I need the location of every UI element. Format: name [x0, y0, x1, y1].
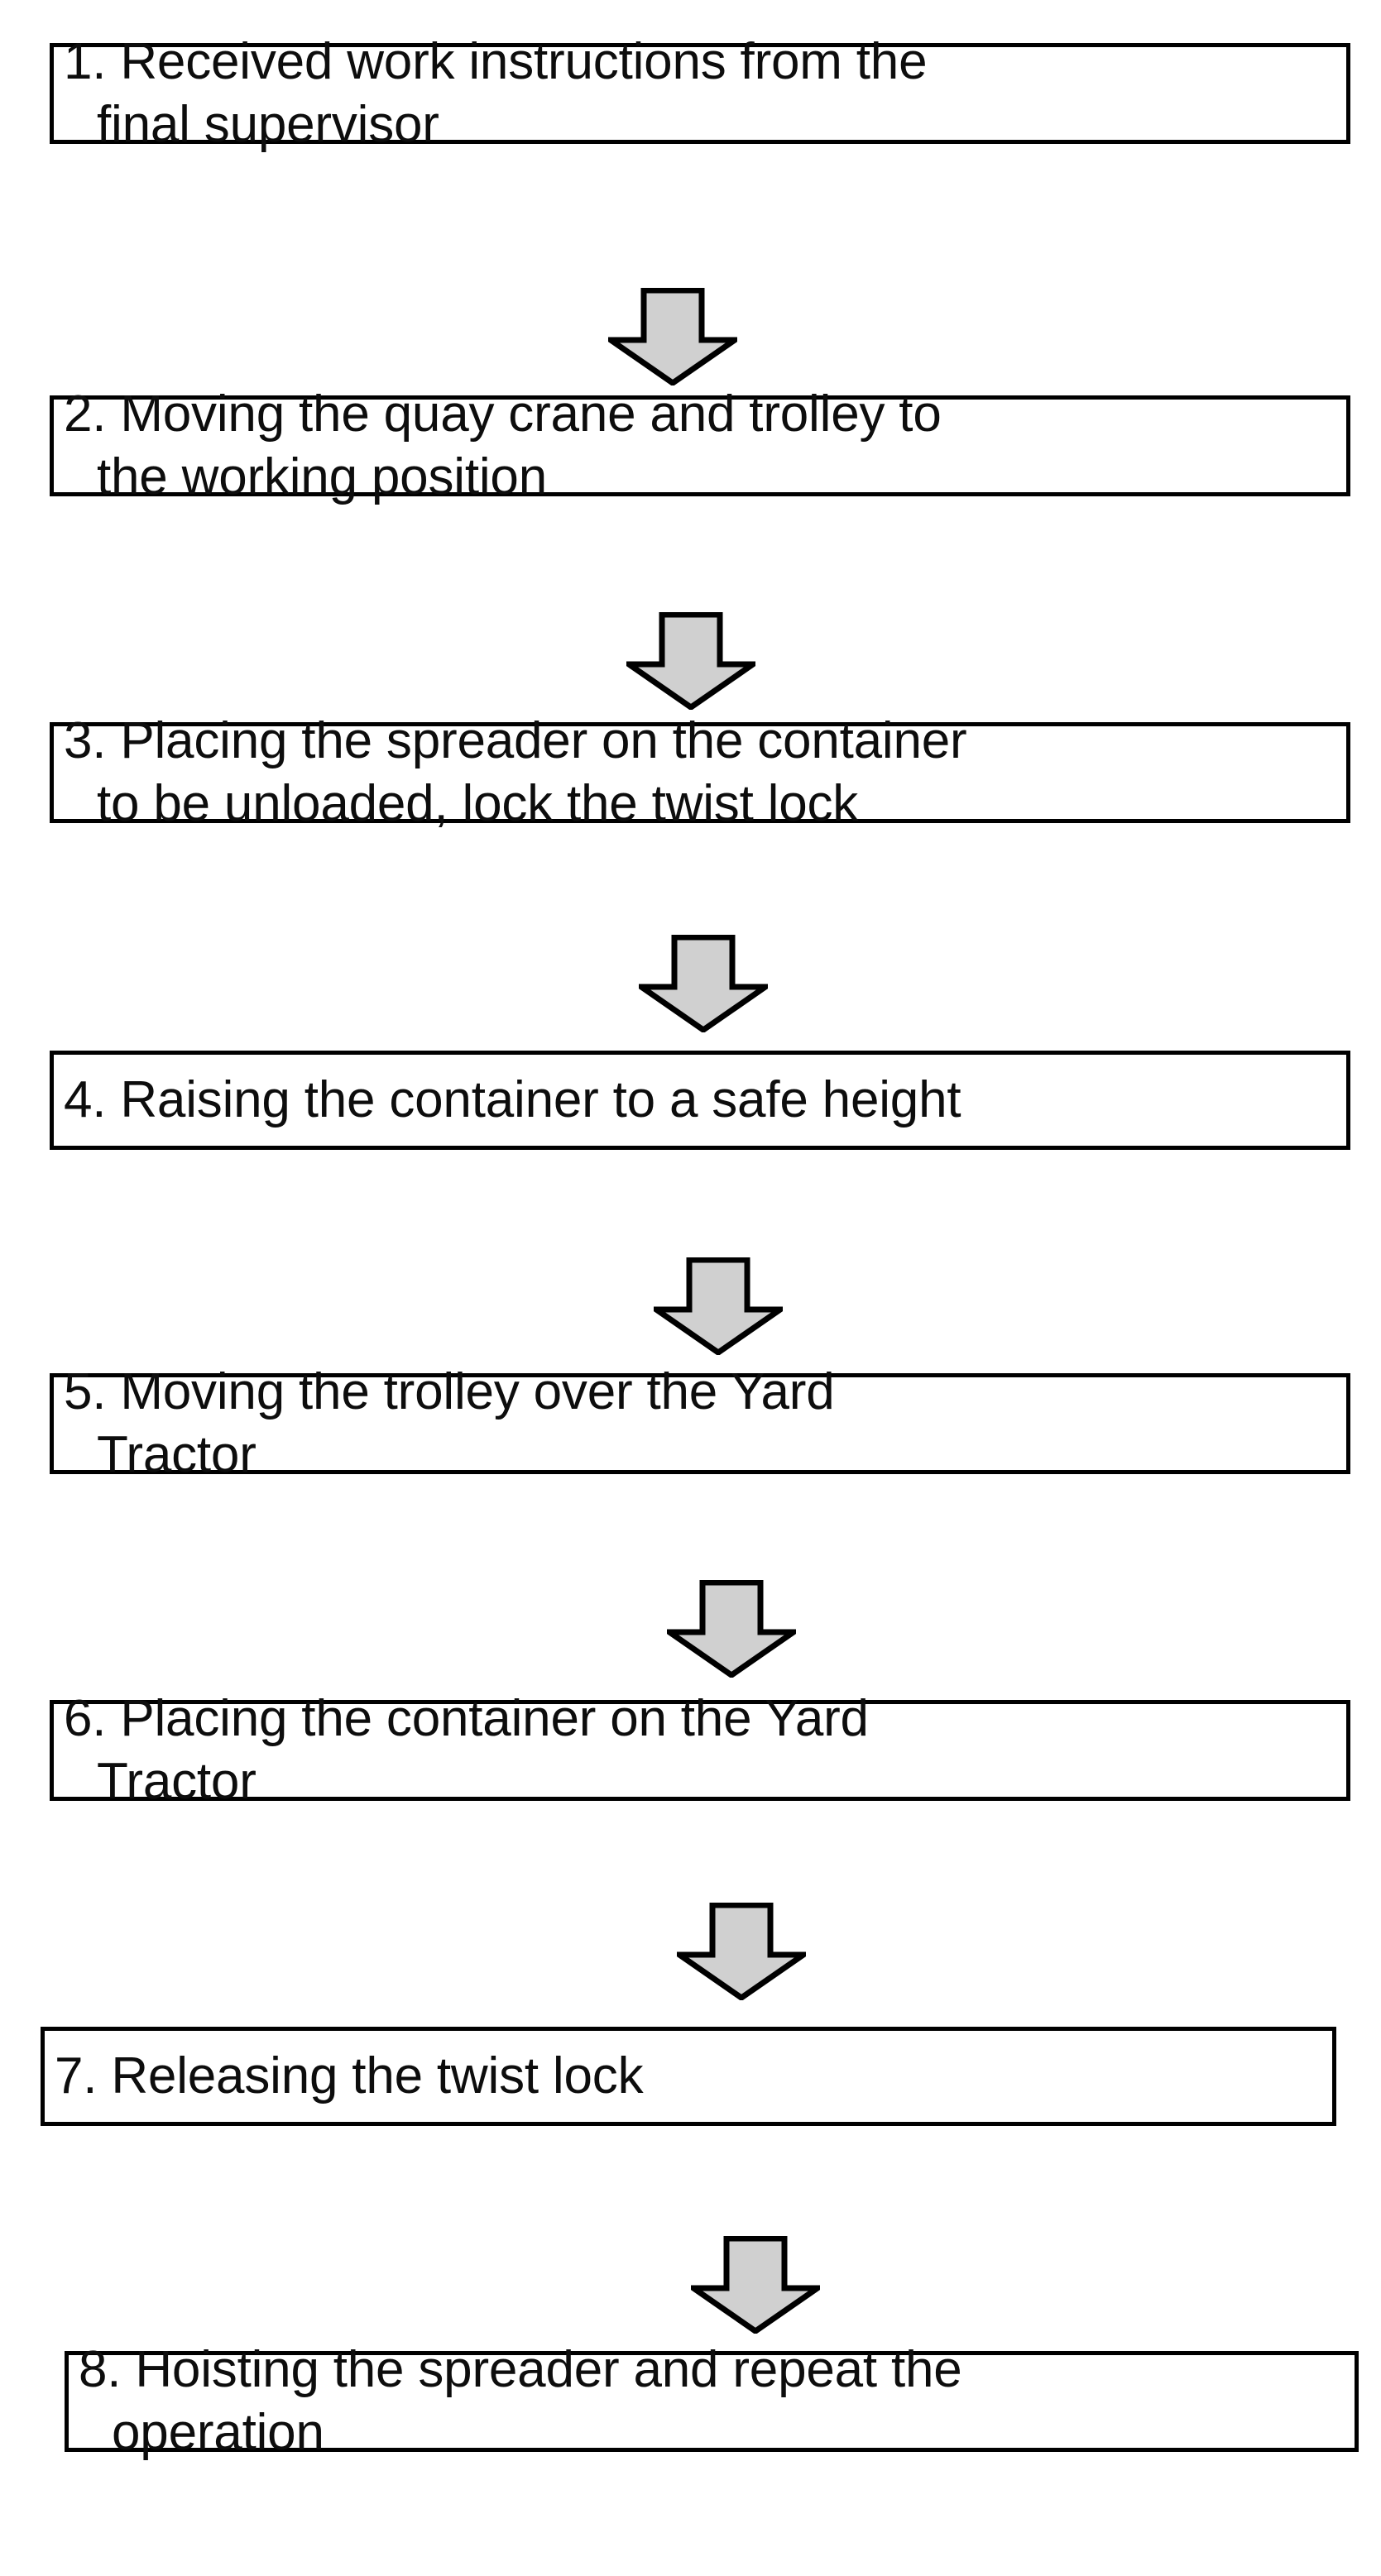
process-box-step-1-label: 1. Received work instructions from the f…: [64, 33, 928, 153]
process-box-step-6-label: 6. Placing the container on the Yard Tra…: [64, 1690, 869, 1810]
arrow-6-to-7: [677, 1903, 806, 2000]
down-arrow-icon: [691, 2236, 820, 2334]
arrow-4-to-5: [654, 1257, 783, 1355]
process-box-step-4[interactable]: 4. Raising the container to a safe heigh…: [50, 1051, 1350, 1150]
down-arrow-icon: [654, 1257, 783, 1355]
process-box-step-4-label: 4. Raising the container to a safe heigh…: [64, 1071, 961, 1129]
process-box-step-3[interactable]: 3. Placing the spreader on the container…: [50, 712, 1350, 832]
down-arrow-icon: [626, 612, 755, 710]
arrow-2-to-3: [626, 612, 755, 710]
process-box-step-2-label: 2. Moving the quay crane and trolley to …: [64, 385, 942, 505]
process-box-step-1[interactable]: 1. Received work instructions from the f…: [50, 33, 1350, 153]
arrow-1-to-2: [608, 288, 737, 385]
process-box-step-7-label: 7. Releasing the twist lock: [55, 2047, 644, 2105]
process-box-step-3-label: 3. Placing the spreader on the container…: [64, 712, 967, 832]
process-box-step-2[interactable]: 2. Moving the quay crane and trolley to …: [50, 385, 1350, 505]
process-box-step-5-label: 5. Moving the trolley over the Yard Trac…: [64, 1363, 835, 1483]
arrow-5-to-6: [667, 1580, 796, 1678]
down-arrow-icon: [608, 288, 737, 385]
down-arrow-icon: [639, 935, 768, 1032]
process-box-step-8[interactable]: 8. Hoisting the spreader and repeat the …: [65, 2341, 1359, 2461]
process-box-step-5[interactable]: 5. Moving the trolley over the Yard Trac…: [50, 1363, 1350, 1483]
process-box-step-8-label: 8. Hoisting the spreader and repeat the …: [79, 2341, 962, 2461]
down-arrow-icon: [677, 1903, 806, 2000]
arrow-7-to-8: [691, 2236, 820, 2334]
process-box-step-6[interactable]: 6. Placing the container on the Yard Tra…: [50, 1690, 1350, 1810]
arrow-3-to-4: [639, 935, 768, 1032]
down-arrow-icon: [667, 1580, 796, 1678]
process-box-step-7[interactable]: 7. Releasing the twist lock: [41, 2027, 1336, 2126]
